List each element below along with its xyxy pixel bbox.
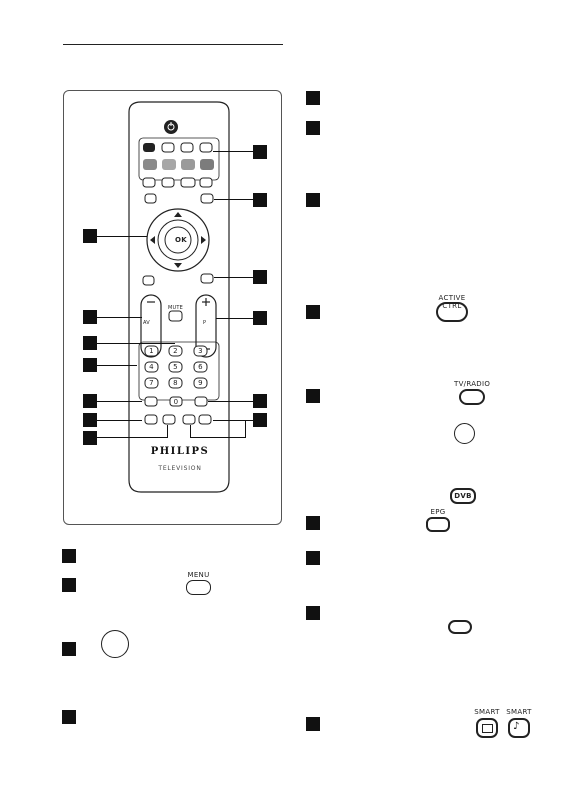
legend-marker	[306, 516, 320, 530]
yellow-key	[181, 159, 195, 170]
callout-leader	[213, 151, 253, 152]
dvb-button-illustration	[450, 488, 476, 504]
legend-marker	[62, 710, 76, 724]
callout-marker	[253, 394, 267, 408]
tv-radio-button-illustration	[459, 389, 485, 405]
callout-marker	[253, 413, 267, 427]
menu-label: MENU	[187, 571, 210, 579]
epg-label: EPG	[430, 508, 446, 516]
legend-marker	[306, 121, 320, 135]
callout-leader	[167, 425, 168, 438]
smart-label-1: SMART	[474, 708, 500, 716]
smart-picture-button-illustration	[476, 718, 498, 738]
round-button-illustration	[101, 630, 129, 658]
mute-label: MUTE	[168, 305, 183, 311]
blue-key	[200, 159, 214, 170]
power-icon	[164, 120, 178, 134]
picture-icon	[482, 724, 493, 733]
legend-marker	[306, 717, 320, 731]
brand-logo: PHILIPS	[150, 446, 210, 457]
legend-marker	[306, 193, 320, 207]
callout-marker	[253, 270, 267, 284]
callout-marker	[253, 311, 267, 325]
digit-8: 8	[173, 379, 178, 387]
callout-marker	[83, 431, 97, 445]
callout-leader	[214, 199, 253, 200]
digit-0: 0	[173, 398, 179, 406]
green-key	[162, 159, 176, 170]
ok-label: OK	[175, 236, 187, 244]
callout-marker	[83, 413, 97, 427]
callout-marker	[83, 358, 97, 372]
round-button-illustration	[454, 423, 475, 444]
callout-leader	[190, 425, 191, 438]
callout-leader	[97, 317, 142, 318]
digit-3: 3	[198, 347, 203, 355]
menu-button-illustration	[186, 580, 211, 595]
smart-sound-button-illustration	[508, 718, 530, 738]
tv-radio-label: TV/RADIO	[454, 380, 491, 388]
music-note-icon: ♪	[513, 721, 520, 732]
epg-button-illustration	[426, 517, 450, 532]
callout-leader	[190, 437, 245, 438]
p-label: P	[203, 320, 207, 326]
model-label: TELEVISION	[158, 465, 202, 472]
legend-marker	[306, 91, 320, 105]
volume-rocker	[140, 294, 162, 358]
callout-marker	[253, 145, 267, 159]
legend-marker	[62, 549, 76, 563]
program-rocker	[195, 294, 217, 358]
active-ctrl-button-illustration	[436, 302, 468, 322]
digit-9: 9	[198, 379, 203, 387]
callout-leader	[208, 401, 253, 402]
callout-leader	[97, 420, 142, 421]
av-label: AV	[143, 320, 150, 326]
active-ctrl-label: ACTIVE CTRL	[438, 294, 466, 310]
digit-6: 6	[198, 363, 203, 371]
legend-marker	[306, 305, 320, 319]
remote-control-drawing	[128, 101, 230, 493]
callout-marker	[83, 229, 97, 243]
digit-5: 5	[173, 363, 178, 371]
callout-leader	[97, 401, 142, 402]
callout-leader	[213, 420, 253, 421]
callout-leader	[97, 343, 175, 344]
digit-4: 4	[149, 363, 154, 371]
legend-marker	[306, 606, 320, 620]
red-key	[143, 159, 157, 170]
legend-marker	[306, 389, 320, 403]
digit-2: 2	[173, 347, 178, 355]
header-rule	[63, 44, 283, 45]
callout-leader	[214, 277, 253, 278]
callout-marker	[83, 394, 97, 408]
callout-leader	[245, 420, 246, 438]
subtitle-icon	[448, 620, 472, 634]
digit-1: 1	[149, 347, 154, 355]
callout-marker	[83, 310, 97, 324]
callout-leader	[216, 318, 253, 319]
callout-marker	[253, 193, 267, 207]
mute-button	[168, 310, 183, 322]
callout-leader	[97, 365, 137, 366]
legend-marker	[62, 578, 76, 592]
callout-leader	[97, 236, 147, 237]
dvb-label: DVB	[454, 492, 472, 500]
smart-label-2: SMART	[506, 708, 532, 716]
callout-marker	[83, 336, 97, 350]
remote-illustration-panel	[63, 90, 282, 525]
callout-leader	[97, 437, 167, 438]
legend-marker	[62, 642, 76, 656]
legend-marker	[306, 551, 320, 565]
digit-7: 7	[149, 379, 154, 387]
